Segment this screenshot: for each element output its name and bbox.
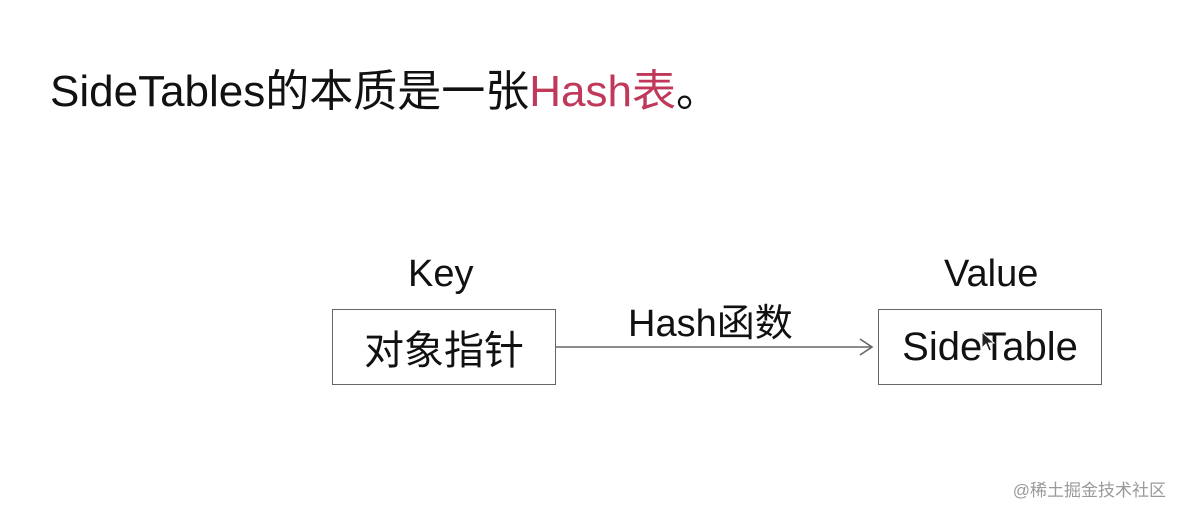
title-prefix: SideTables的本质是一张 bbox=[50, 67, 530, 116]
hash-arrow bbox=[556, 338, 874, 356]
hash-arrow-head bbox=[859, 338, 874, 356]
key-node: 对象指针 bbox=[332, 309, 556, 385]
title-highlight: Hash表 bbox=[529, 67, 676, 116]
value-label: Value bbox=[944, 253, 1039, 295]
key-label: Key bbox=[408, 253, 474, 295]
mouse-pointer-icon bbox=[981, 331, 995, 352]
slide-title: SideTables的本质是一张Hash表。 bbox=[50, 62, 720, 122]
watermark: @稀土掘金技术社区 bbox=[1012, 481, 1166, 500]
value-node: SideTable bbox=[878, 309, 1102, 385]
hash-function-label: Hash函数 bbox=[628, 303, 793, 345]
title-suffix: 。 bbox=[675, 67, 720, 116]
key-node-text: 对象指针 bbox=[364, 329, 524, 373]
